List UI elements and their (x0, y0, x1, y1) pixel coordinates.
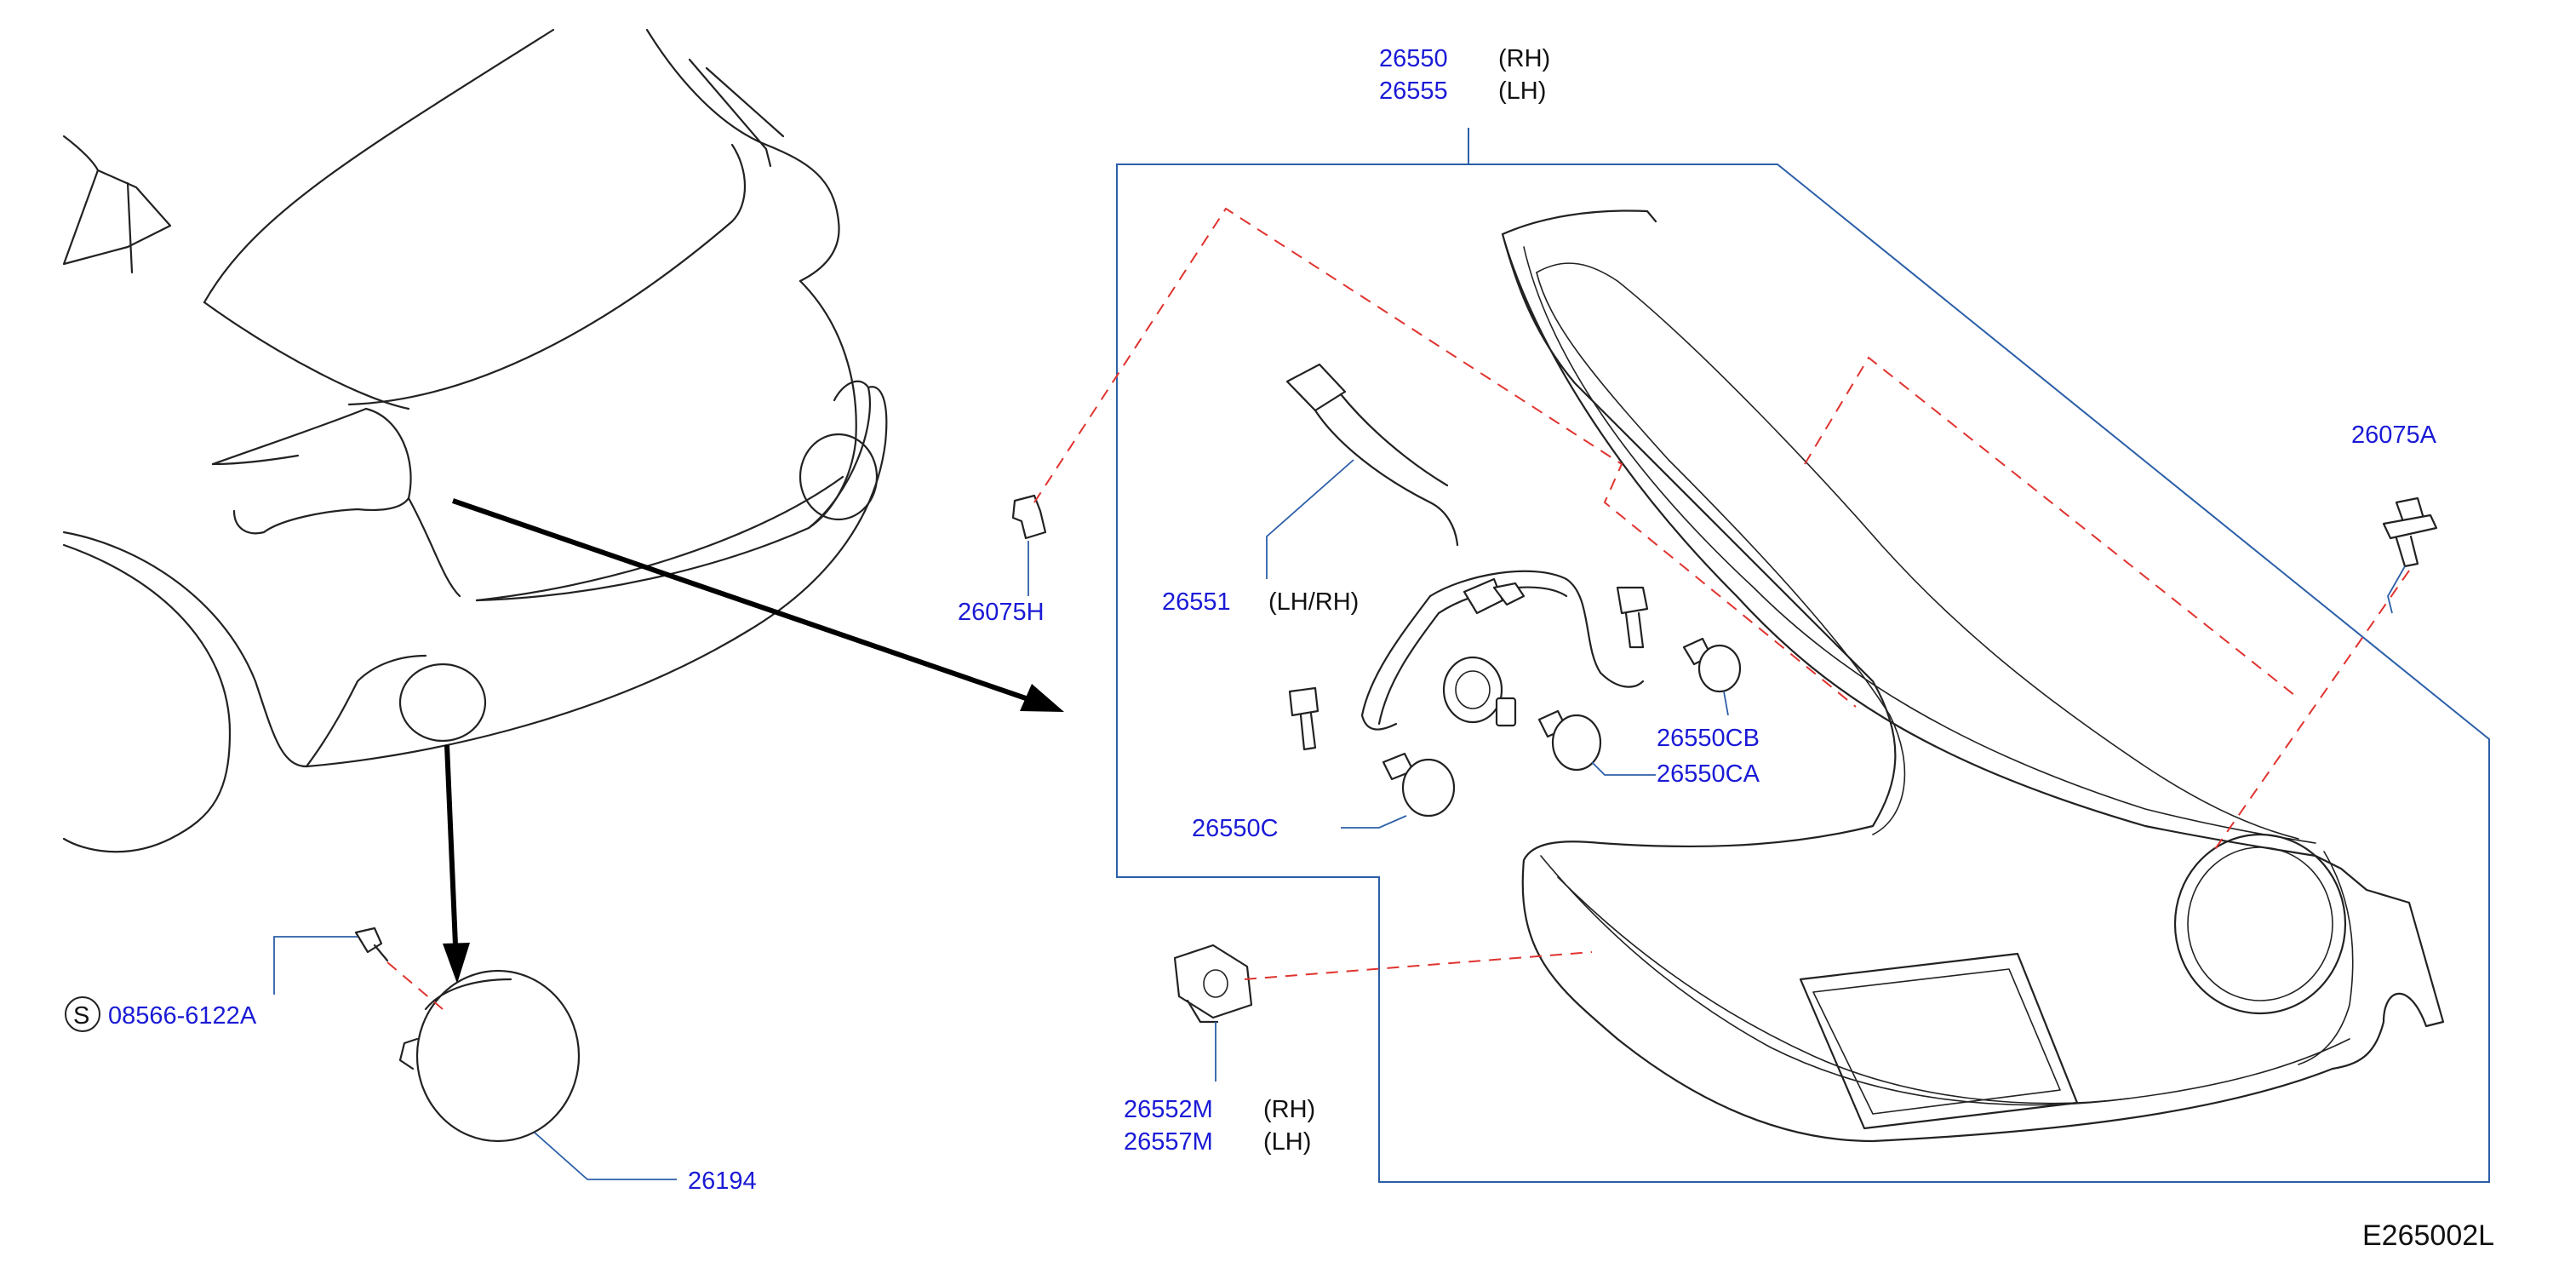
part-number-26555[interactable]: 26555 (1379, 77, 1448, 105)
part-number-26552M[interactable]: 26552M (1124, 1096, 1213, 1123)
callout-08566-6122A[interactable]: S 08566-6122A (65, 996, 257, 1032)
callout-26555[interactable]: 26555 (LH) (1379, 77, 1546, 105)
part-number-26557M[interactable]: 26557M (1124, 1128, 1213, 1156)
round-lens (2173, 833, 2347, 1015)
callout-26552M[interactable]: 26552M (RH) (1124, 1096, 1315, 1123)
part-number-26550[interactable]: 26550 (1379, 45, 1448, 72)
part-number-26550C[interactable]: 26550C (1192, 815, 1279, 842)
explode-arrows (443, 498, 1064, 984)
callout-26550[interactable]: 26550 (RH) (1379, 45, 1550, 72)
screw-26075A (2382, 496, 2438, 568)
bulb-26550CB (1682, 637, 1742, 693)
part-number-26550CA[interactable]: 26550CA (1657, 760, 1760, 788)
lower-reflector-shape (398, 663, 487, 743)
figure-id: E265002L (2362, 1219, 2494, 1252)
assembly-frame (1116, 164, 2490, 1183)
callout-26557M[interactable]: 26557M (LH) (1124, 1128, 1311, 1156)
callout-26551[interactable]: 26551 (LH/RH) (1162, 588, 1359, 616)
part-number-26194[interactable]: 26194 (688, 1168, 757, 1195)
standard-part-symbol (65, 996, 100, 1032)
nut-26552M (1173, 944, 1253, 1024)
tail-lamp-assembly (1501, 209, 2445, 1143)
bulb-26550CA (1537, 709, 1602, 772)
part-number-26551[interactable]: 26551 (1162, 588, 1231, 616)
bulb-26550C (1382, 752, 1456, 818)
arrow-head-down (443, 943, 470, 984)
part-number-26075H[interactable]: 26075H (958, 599, 1045, 626)
part-number-08566-6122A[interactable]: 08566-6122A (108, 1002, 257, 1030)
side-label-lh-2: (LH) (1263, 1128, 1311, 1156)
wire-harness-part (1285, 363, 1649, 751)
side-label-rh-2: (RH) (1263, 1096, 1315, 1123)
part-number-26550CB[interactable]: 26550CB (1657, 725, 1760, 752)
side-label-lh-rh: (LH/RH) (1268, 588, 1359, 616)
reflex-reflector-part (354, 927, 581, 1143)
side-label-lh: (LH) (1498, 77, 1546, 105)
leader-lines (273, 459, 2406, 1180)
part-number-26075A[interactable]: 26075A (2351, 422, 2437, 449)
side-label-rh: (RH) (1498, 45, 1550, 72)
arrow-head-right (1020, 684, 1064, 712)
rect-lens (1799, 952, 2079, 1130)
vehicle-rear-illustration (62, 28, 888, 853)
upper-reflector-shape (799, 433, 879, 521)
explode-lines (1033, 207, 2410, 980)
clip-26075H (1011, 494, 1047, 540)
standard-part-letter: S (73, 1002, 89, 1030)
